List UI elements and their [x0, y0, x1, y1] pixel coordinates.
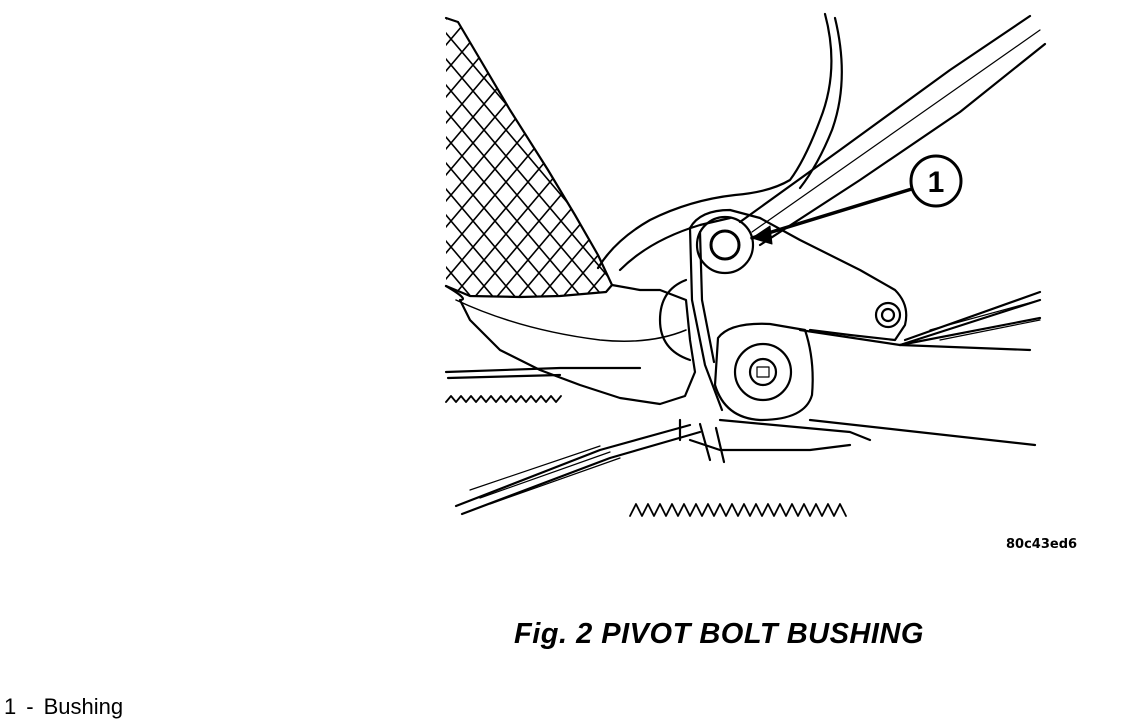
pivot-bolt-bushing [695, 215, 755, 275]
recliner-upper-arm [738, 14, 1032, 224]
right-track-rack [629, 503, 847, 517]
seat-cushion [444, 16, 614, 299]
legend-label: Bushing [43, 694, 124, 719]
legend-item: 1-Bushing [4, 694, 123, 720]
figure-caption: Fig. 2 PIVOT BOLT BUSHING [514, 618, 924, 650]
left-track-spring [445, 395, 562, 403]
legend-separator: - [26, 694, 34, 719]
seat-trim-cover [444, 283, 697, 406]
seat-back-panel [596, 12, 833, 270]
callout-leader-line [750, 186, 917, 240]
figure-code: 80c43ed6 [1006, 537, 1078, 552]
callout-circle [909, 154, 963, 208]
recliner-lower-link [798, 328, 1037, 447]
lower-pivot-bolt [713, 322, 814, 422]
side-plate-nut [874, 301, 902, 329]
seat-track [444, 299, 1042, 516]
callout-number: 1 [928, 166, 945, 199]
legend-number: 1 [4, 694, 17, 719]
recliner-side-plate [688, 208, 908, 342]
pivot-bolt-bushing-illustration: 1 [444, 12, 1047, 517]
